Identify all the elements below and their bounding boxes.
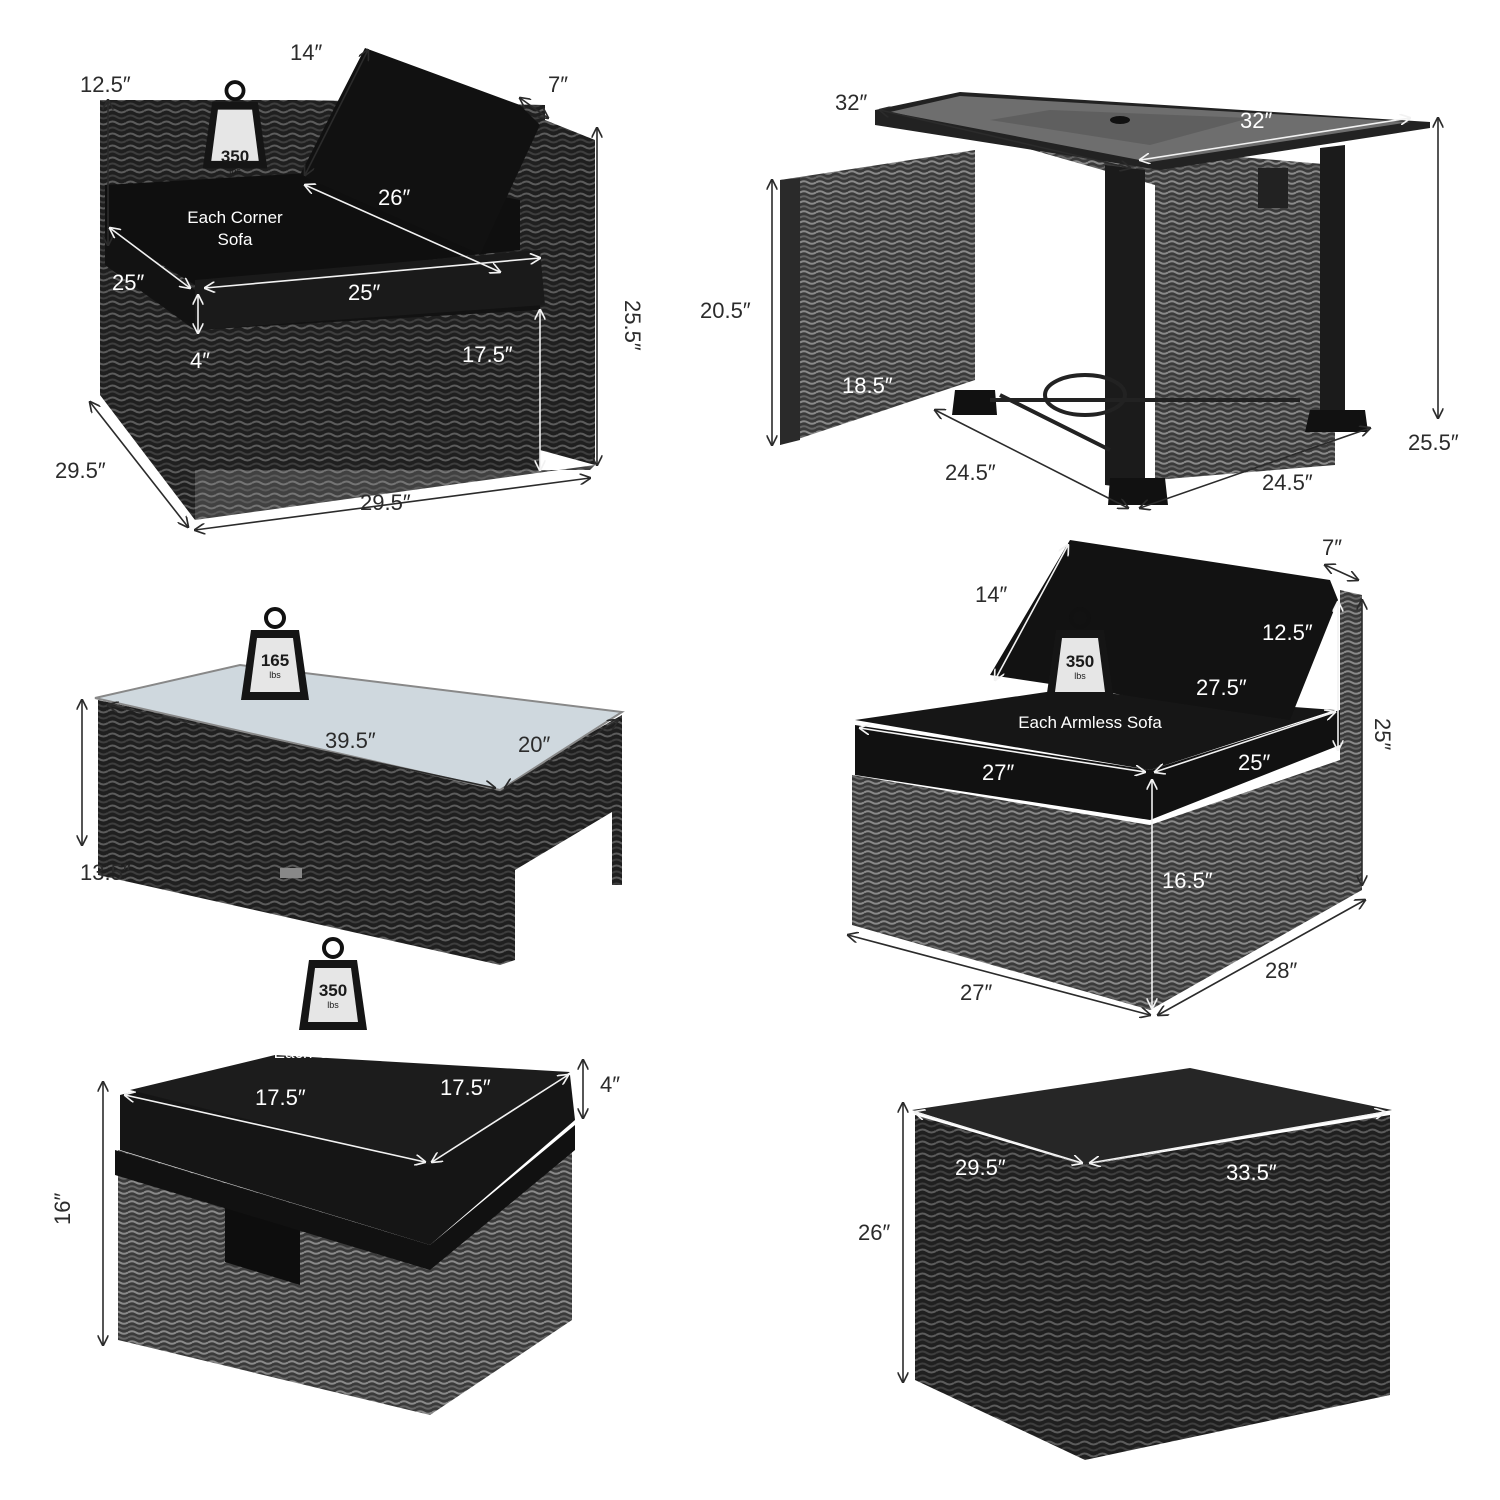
dim-label: 17.5″ (462, 342, 513, 367)
corner-sofa-label-2: Sofa (218, 230, 254, 249)
dim-label: 14″ (290, 40, 322, 65)
armless-sofa-label: Each Armless Sofa (1018, 713, 1162, 732)
coffee-table: 165 lbs 39.5″ 20″ 13.5″ (80, 607, 625, 965)
fire-pit-table: 32″ 32″ 20.5″ 18.5″ 24.5″ 24.5″ 25.5″ (700, 90, 1459, 508)
dim-label: 26″ (858, 1220, 890, 1245)
storage-box: 29.5″ 33.5″ 26″ (858, 1068, 1392, 1460)
dim-label: 25″ (348, 280, 380, 305)
corner-sofa-weight-unit: lbs (229, 166, 241, 176)
corner-sofa-weight: 350 (221, 147, 249, 166)
coffee-table-weight-unit: lbs (269, 670, 281, 680)
ottoman-label: Each Ottoman (274, 1043, 383, 1062)
dim-label: 27.5″ (1196, 675, 1247, 700)
dim-label: 39.5″ (325, 728, 376, 753)
dim-label: 24.5″ (945, 460, 996, 485)
armless-sofa-weight: 350 (1066, 652, 1094, 671)
armless-sofa-weight-unit: lbs (1074, 671, 1086, 681)
dim-label: 12.5″ (1262, 620, 1313, 645)
dim-label: 25.5″ (1408, 430, 1459, 455)
dim-label: 14″ (975, 582, 1007, 607)
coffee-table-weight: 165 (261, 651, 289, 670)
ottoman-weight-unit: lbs (327, 1000, 339, 1010)
dim-label: 4″ (600, 1072, 620, 1097)
dim-label: 24.5″ (1262, 470, 1313, 495)
dim-label: 17.5″ (440, 1075, 491, 1100)
dim-label: 20″ (518, 732, 550, 757)
dim-label: 26″ (378, 185, 410, 210)
dim-label: 29.5″ (55, 458, 106, 483)
dim-label: 12.5″ (80, 72, 131, 97)
dim-label: 17.5″ (255, 1085, 306, 1110)
dim-label: 13.5″ (80, 860, 131, 885)
dim-label: 27″ (982, 760, 1014, 785)
dim-label: 16″ (50, 1193, 75, 1225)
dim-label: 28″ (1265, 958, 1297, 983)
dim-label: 25″ (1238, 750, 1270, 775)
dim-label: 29.5″ (955, 1155, 1006, 1180)
dim-label: 25″ (112, 270, 144, 295)
corner-sofa: 350 lbs Each Corner Sofa 12.5″ 14″ 7″ 26… (55, 40, 645, 530)
dim-label: 29.5″ (360, 490, 411, 515)
dim-label: 4″ (190, 348, 210, 373)
dim-label: 7″ (1322, 535, 1342, 560)
dim-label: 25.5″ (620, 300, 645, 351)
dim-label: 7″ (548, 72, 568, 97)
dim-label: 25″ (1370, 718, 1395, 750)
corner-sofa-label: Each Corner (187, 208, 283, 227)
dim-label: 27″ (960, 980, 992, 1005)
dim-label: 32″ (835, 90, 867, 115)
ottoman-weight: 350 (319, 981, 347, 1000)
armless-sofa: 350 lbs Each Armless Sofa 7″ 14″ 12.5″ 2… (848, 535, 1395, 1015)
dim-label: 20.5″ (700, 298, 751, 323)
dim-label: 32″ (1240, 108, 1272, 133)
ottoman: 350 lbs Each Ottoman 17.5″ 17.5″ 4″ 16″ (50, 937, 620, 1415)
dim-label: 16.5″ (1162, 868, 1213, 893)
dim-label: 33.5″ (1226, 1160, 1277, 1185)
dim-label: 18.5″ (842, 373, 893, 398)
